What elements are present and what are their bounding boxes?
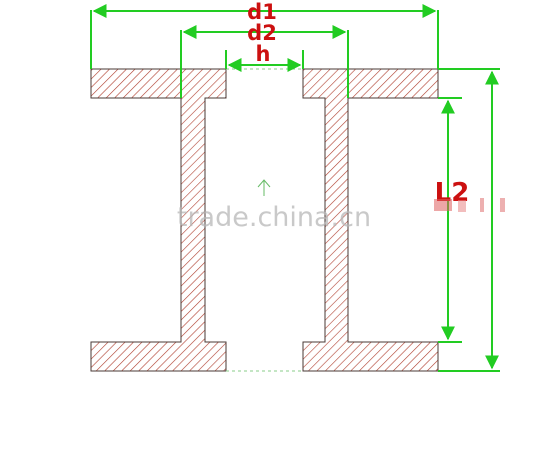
label-d2: d2	[247, 21, 277, 45]
dimension-outer-height	[438, 68, 500, 372]
dimension-d2	[180, 25, 349, 98]
dimension-l2	[438, 97, 462, 343]
label-d1: d1	[247, 0, 277, 24]
dimension-h	[225, 50, 304, 72]
arrow-up-icon	[257, 179, 271, 196]
dimension-d1	[90, 4, 439, 69]
blur-marks	[434, 198, 505, 212]
label-h: h	[256, 42, 271, 66]
watermark: trade.china.cn	[177, 202, 371, 233]
